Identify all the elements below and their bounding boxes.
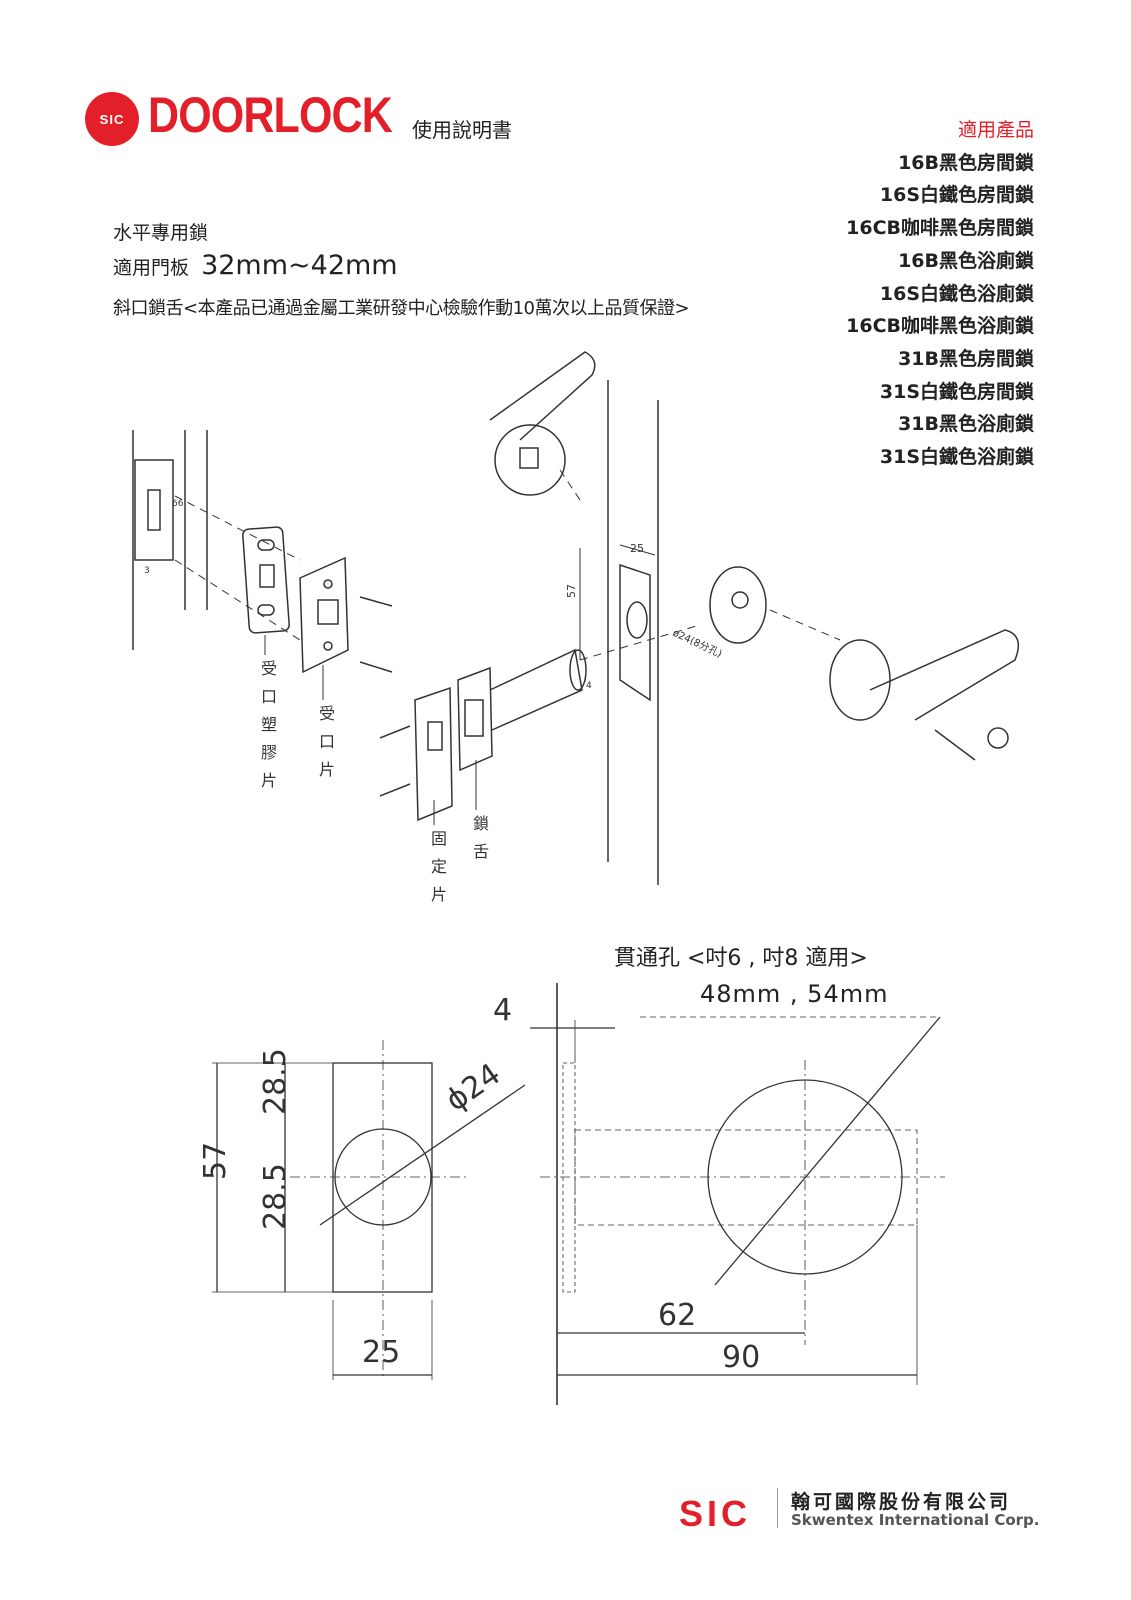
through-hole-note: 貫通孔 <吋6 , 吋8 適用> xyxy=(614,946,868,971)
footer-logo: SIC xyxy=(679,1493,752,1534)
spec-latch-note: 斜口鎖舌<本產品已通過金屬工業研發中心檢驗作動10萬次以上品質保證> xyxy=(113,298,690,319)
products-heading: 適用產品 xyxy=(957,119,1034,141)
dim-57: 57 xyxy=(565,584,578,598)
dim-25: 25 xyxy=(630,542,644,555)
product-item: 16B黑色房間鎖 xyxy=(898,151,1034,174)
edge-bore-view xyxy=(212,1040,526,1380)
dim-4: 4 xyxy=(586,681,592,691)
door-edge-right xyxy=(607,380,659,885)
product-item: 16S白鐵色浴廁鎖 xyxy=(879,282,1034,305)
product-item: 16S白鐵色房間鎖 xyxy=(879,184,1034,207)
label-strike-plate: 受口片 xyxy=(316,705,335,789)
brand-title: DOORLOCK xyxy=(148,87,393,143)
dim-62: 62 xyxy=(658,1298,696,1333)
spec-door-thickness: 適用門板 32mm~42mm xyxy=(113,250,398,281)
dim-28-5-top: 28.5 xyxy=(258,1048,293,1115)
dim-90: 90 xyxy=(722,1340,760,1375)
product-item: 16CB咖啡黑色浴廁鎖 xyxy=(846,315,1034,338)
assembly-dashes xyxy=(174,469,841,661)
document-type: 使用說明書 xyxy=(412,118,512,142)
label-leaders xyxy=(264,544,656,825)
dim-phi-24: ϕ24 xyxy=(440,1057,508,1119)
logo-badge: SIC xyxy=(85,92,139,146)
product-item: 31S白鐵色房間鎖 xyxy=(879,380,1034,403)
spec-label: 適用門板 xyxy=(113,257,190,279)
company-name-zh: 翰可國際股份有限公司 xyxy=(791,1491,1012,1513)
company-name-en: Skwentex International Corp. xyxy=(791,1511,1040,1529)
lever-handle-inner xyxy=(489,351,596,496)
dim-66: 66 xyxy=(172,499,184,509)
label-faceplate: 固定片 xyxy=(428,830,447,914)
door-edge-left xyxy=(132,430,208,650)
dim-4: 4 xyxy=(493,993,512,1028)
product-item: 31B黑色浴廁鎖 xyxy=(898,413,1034,436)
dim-28-5-bottom: 28.5 xyxy=(258,1163,293,1230)
dim-3: 3 xyxy=(144,566,150,576)
label-strike-plastic: 受口塑膠片 xyxy=(258,660,277,800)
product-item: 31B黑色房間鎖 xyxy=(898,347,1034,370)
product-item: 16B黑色浴廁鎖 xyxy=(898,249,1034,272)
product-item: 16CB咖啡黑色房間鎖 xyxy=(846,217,1034,240)
rose-outer xyxy=(709,566,767,644)
label-latch: 鎖舌 xyxy=(470,815,489,871)
lever-handle-outer xyxy=(829,629,1020,761)
backset-note: 48mm , 54mm xyxy=(700,980,889,1008)
latch-bolt xyxy=(457,648,587,772)
screws xyxy=(359,596,411,797)
spec-value: 32mm~42mm xyxy=(201,250,398,281)
latch-faceplate xyxy=(414,686,453,822)
product-item: 31S白鐵色浴廁鎖 xyxy=(879,446,1034,469)
face-bore-view xyxy=(530,983,945,1405)
spec-lock-type: 水平專用鎖 xyxy=(113,222,209,244)
footer-divider xyxy=(777,1488,778,1528)
strike-plate xyxy=(299,556,349,674)
dim-57: 57 xyxy=(198,1142,233,1180)
applicable-products: 適用產品 16B黑色房間鎖 16S白鐵色房間鎖 16CB咖啡黑色房間鎖 16B黑… xyxy=(846,114,1034,474)
dim-25: 25 xyxy=(362,1335,400,1370)
strike-plastic xyxy=(242,526,290,634)
